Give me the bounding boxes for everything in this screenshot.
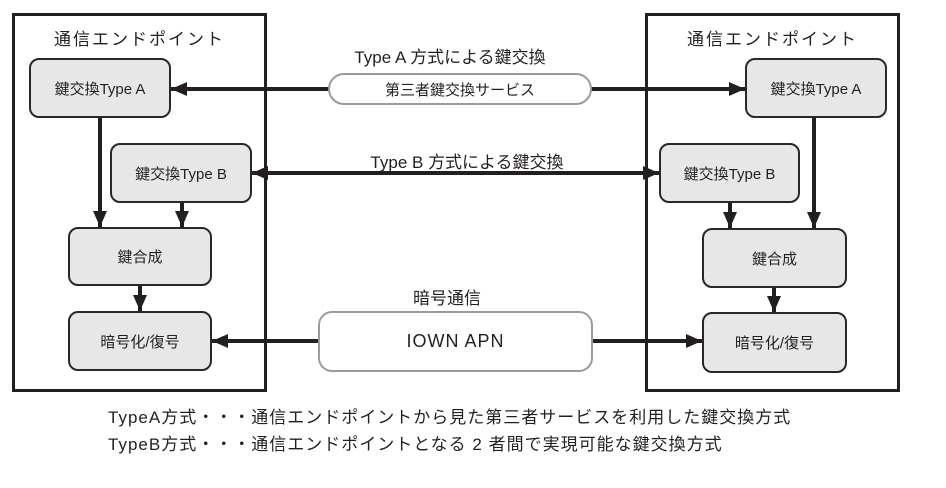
channel-label: IOWN APN bbox=[406, 331, 505, 351]
node-left-key-exchange-type-a: 鍵交換Type A bbox=[29, 58, 171, 118]
node-label: 鍵交換Type A bbox=[770, 80, 862, 98]
node-label: 鍵交換Type B bbox=[135, 165, 227, 183]
node-right-key-exchange-type-b: 鍵交換Type B bbox=[659, 143, 800, 203]
iown-apn-network: IOWN APN bbox=[318, 311, 593, 372]
channel-label: 第三者鍵交換サービス bbox=[384, 81, 535, 99]
note-type-a: TypeA方式・・・通信エンドポイントから見た第三者サービスを利用した鍵交換方式 bbox=[108, 408, 792, 427]
endpoint-title-right: 通信エンドポイント bbox=[687, 30, 858, 49]
node-right-encryption-decryption: 暗号化/復号 bbox=[702, 312, 847, 373]
node-right-key-exchange-type-a: 鍵交換Type A bbox=[745, 58, 887, 118]
third-party-key-exchange-service: 第三者鍵交換サービス bbox=[328, 73, 592, 105]
label-type-b-exchange: Type B 方式による鍵交換 bbox=[370, 153, 564, 172]
node-label: 暗号化/復号 bbox=[100, 333, 180, 351]
legend-notes: TypeA方式・・・通信エンドポイントから見た第三者サービスを利用した鍵交換方式… bbox=[108, 404, 791, 458]
label-type-a-exchange: Type A 方式による鍵交換 bbox=[354, 48, 546, 67]
node-label: 暗号化/復号 bbox=[734, 335, 815, 352]
node-right-key-synthesis: 鍵合成 bbox=[702, 228, 847, 288]
node-left-key-synthesis: 鍵合成 bbox=[68, 227, 212, 286]
node-label: 鍵合成 bbox=[751, 250, 797, 268]
node-label: 鍵交換Type B bbox=[683, 165, 776, 183]
node-left-key-exchange-type-b: 鍵交換Type B bbox=[110, 143, 252, 203]
note-type-b: TypeB方式・・・通信エンドポイントとなる 2 者間で実現可能な鍵交換方式 bbox=[108, 435, 723, 454]
label-encrypted-comm: 暗号通信 bbox=[413, 289, 481, 308]
node-label: 鍵合成 bbox=[117, 249, 163, 266]
node-label: 鍵交換Type A bbox=[54, 80, 146, 98]
endpoint-title-left: 通信エンドポイント bbox=[54, 30, 225, 49]
node-left-encryption-decryption: 暗号化/復号 bbox=[68, 311, 212, 371]
